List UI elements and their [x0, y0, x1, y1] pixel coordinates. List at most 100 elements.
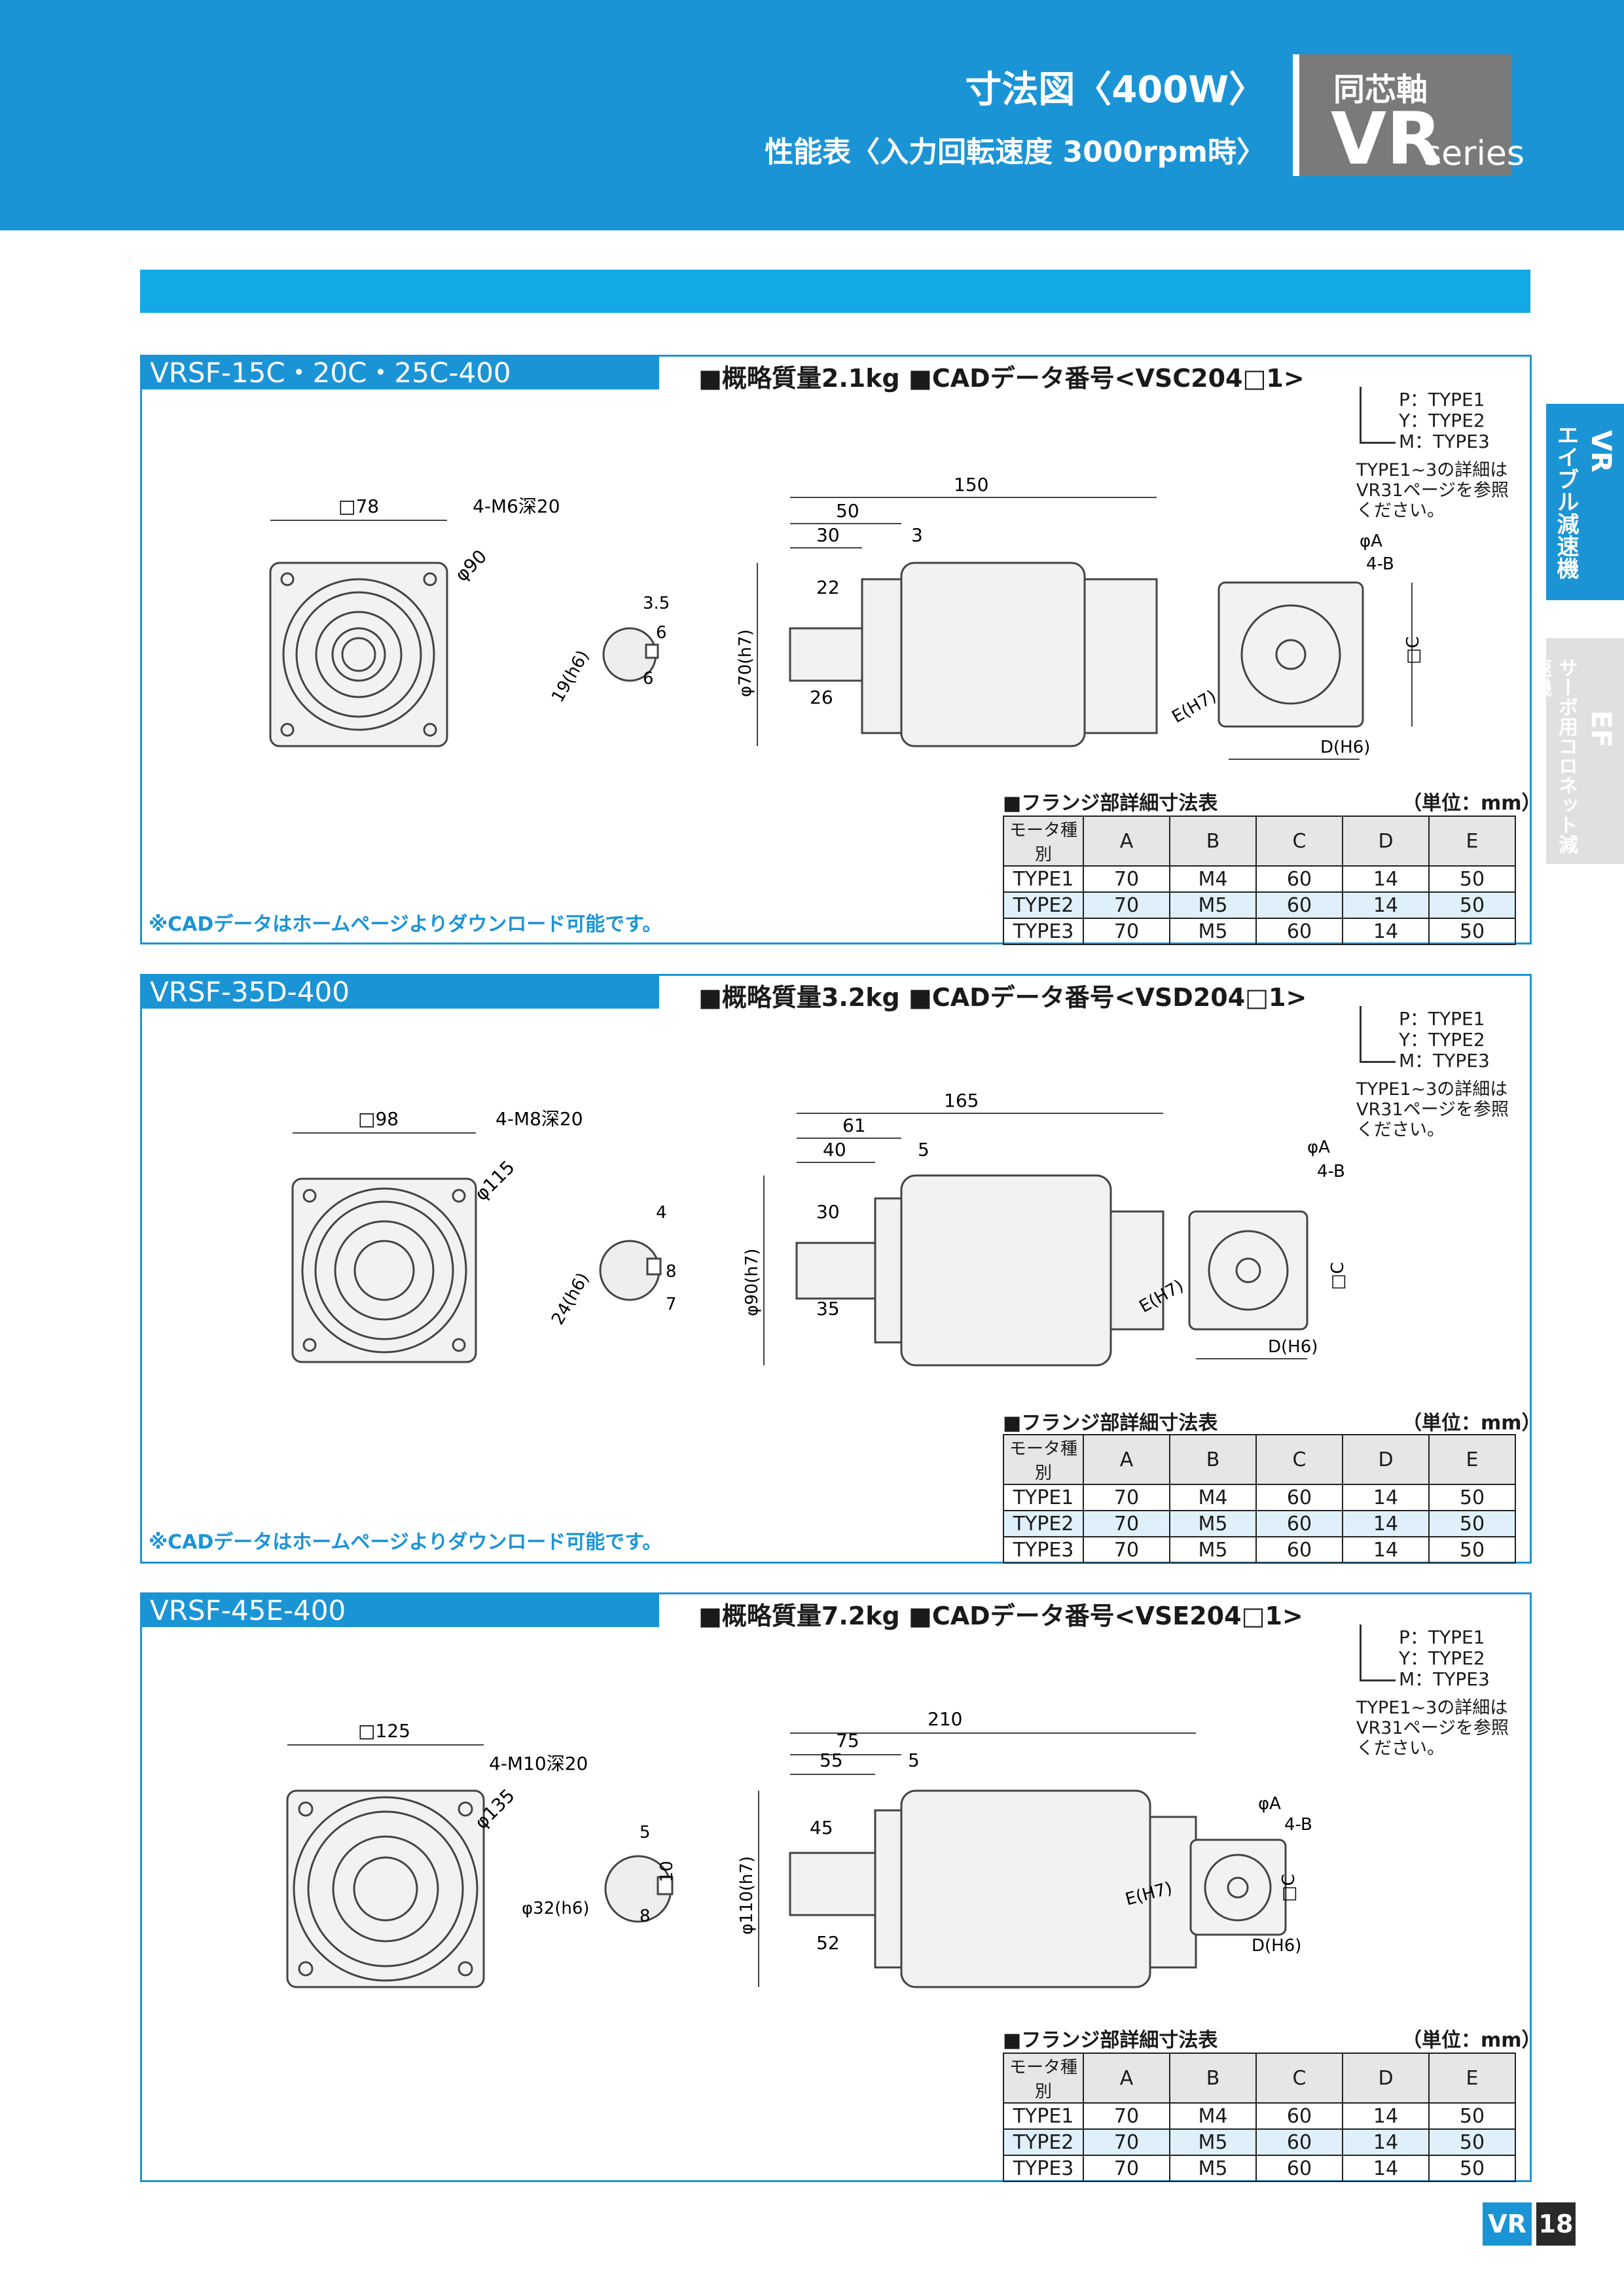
label-d-h6: D(H6)	[1268, 1337, 1318, 1357]
dim-len-d: 22	[816, 577, 840, 598]
dim-sq: □78	[338, 495, 379, 517]
dim-len-c: 5	[918, 1139, 929, 1160]
dim-shaft: φ32(h6)	[522, 1899, 590, 1918]
shaft-key-view	[599, 1240, 662, 1301]
flange-front-view	[269, 520, 448, 747]
dim-len-a: 50	[836, 500, 859, 522]
dim-len-b: 30	[816, 524, 840, 546]
dim-len-total: 165	[944, 1090, 979, 1111]
side-tab-ef-label: サーボ用コロネット減速機	[1528, 658, 1578, 854]
dim-len-e: 26	[810, 687, 833, 708]
label-4b: 4-B	[1366, 554, 1394, 574]
side-tab-ef[interactable]: サーボ用コロネット減速機 EF	[1528, 638, 1624, 864]
dim-shaft: 24(h6)	[548, 1270, 593, 1329]
label-d-h6: D(H6)	[1320, 738, 1370, 757]
section-vrsf-35d: VRSF-35D-400 ■概略質量3.2kg ■CADデータ番号<VSD204…	[140, 974, 1542, 1564]
dim-len-b: 55	[820, 1749, 843, 1771]
flange-table-unit: （単位：mm）	[1402, 2029, 1542, 2052]
series-badge: 同芯軸 VR series	[1293, 54, 1525, 176]
drawing-svg: □78 4-M6深20 φ90 3.5 6 6 19(h6) 150 50 30…	[269, 474, 1423, 760]
side-view	[757, 497, 1158, 747]
dim-shaft: 19(h6)	[548, 647, 593, 706]
option-y: Y：TYPE2	[1399, 410, 1485, 431]
page-subtitle: 性能表〈入力回転速度 3000rpm時〉	[765, 135, 1265, 169]
section-spec: ■概略質量3.2kg ■CADデータ番号<VSD204□1>	[698, 983, 1307, 1012]
type-note: TYPE1~3の詳細はVR31ページを参照ください。	[1356, 1079, 1509, 1140]
label-sq-c: □C	[1279, 1874, 1299, 1902]
option-p: P：TYPE1	[1399, 1626, 1485, 1648]
dim-len-total: 150	[954, 474, 988, 495]
dim-len-e: 35	[816, 1298, 840, 1319]
section-title: VRSF-35D-400	[142, 976, 659, 1009]
side-tab-vr-label: エイブル減速機	[1553, 423, 1579, 579]
section-vrsf-15c: VRSF-15C・20C・25C-400 ■概略質量2.1kg ■CADデータ番…	[140, 355, 1542, 945]
label-d-h6: D(H6)	[1252, 1936, 1301, 1956]
dim-spigot: φ110(h7)	[737, 1856, 757, 1935]
motor-flange-view	[1218, 581, 1413, 760]
dim-len-e: 52	[816, 1932, 840, 1954]
side-tab-vr-letters: VR	[1585, 430, 1617, 473]
motor-flange-view	[1189, 1839, 1287, 1936]
label-4b: 4-B	[1284, 1815, 1312, 1835]
dim-spigot: φ70(h7)	[736, 629, 755, 697]
dim-len-d: 30	[816, 1201, 840, 1223]
series-badge-top: 同芯軸	[1333, 71, 1428, 108]
option-m: M：TYPE3	[1399, 1668, 1490, 1690]
dim-pcd: φ115	[471, 1157, 519, 1205]
motor-flange-view	[1188, 1210, 1308, 1359]
type-note: TYPE1~3の詳細はVR31ページを参照ください。	[1356, 1698, 1509, 1759]
drawing-svg: □98 4-M8深20 φ115 4 8 7 24(h6) 165 61 40 …	[291, 1090, 1348, 1367]
section-title: VRSF-45E-400	[142, 1594, 659, 1627]
dim-spigot: φ90(h7)	[742, 1248, 762, 1316]
dim-key-w: 3.5	[643, 594, 670, 613]
blue-banner-bar	[140, 270, 1530, 313]
page-title: 寸法図〈400W〉	[965, 69, 1265, 111]
dim-tap: 4-M6深20	[473, 495, 560, 517]
dim-key-w: 5	[640, 1823, 651, 1842]
option-y: Y：TYPE2	[1399, 1647, 1485, 1669]
dim-len-c: 3	[911, 524, 923, 546]
dim-len-a: 61	[842, 1115, 866, 1136]
side-tab-ef-letters: EF	[1585, 710, 1617, 748]
cad-note: ※CADデータはホームページよりダウンロード可能です。	[149, 1531, 662, 1554]
section-title: VRSF-15C・20C・25C-400	[142, 357, 659, 389]
dim-key-w: 4	[656, 1203, 667, 1223]
dim-sq: □98	[358, 1108, 399, 1130]
dim-key-b: 7	[666, 1295, 677, 1314]
flange-table-title: ■フランジ部詳細寸法表	[1003, 2029, 1218, 2052]
flange-table-title: ■フランジ部詳細寸法表	[1003, 1412, 1218, 1435]
label-sq-c: □C	[1328, 1262, 1348, 1290]
side-view	[763, 1113, 1164, 1367]
dim-key-b: 8	[640, 1907, 651, 1926]
option-m: M：TYPE3	[1399, 431, 1490, 452]
dim-len-total: 210	[928, 1708, 962, 1730]
side-tab-vr[interactable]: エイブル減速機 VR	[1546, 404, 1624, 600]
dim-tap: 4-M10深20	[489, 1753, 588, 1774]
dim-tap: 4-M8深20	[496, 1108, 583, 1130]
label-e-h7: E(H7)	[1169, 687, 1220, 727]
option-p: P：TYPE1	[1399, 389, 1485, 410]
type-note: TYPE1~3の詳細はVR31ページを参照ください。	[1356, 460, 1509, 521]
dim-len-b: 40	[823, 1139, 846, 1160]
series-badge-series: series	[1424, 134, 1525, 173]
dim-len-a: 75	[836, 1730, 859, 1751]
page-number: 18	[1536, 2202, 1576, 2246]
cad-note: ※CADデータはホームページよりダウンロード可能です。	[149, 913, 662, 936]
label-4b: 4-B	[1317, 1162, 1345, 1181]
drawing-svg: □125 4-M10深20 φ135 5 10 8 φ32(h6) 210 75…	[286, 1708, 1312, 1988]
option-m: M：TYPE3	[1399, 1050, 1490, 1071]
page-header: 寸法図〈400W〉 性能表〈入力回転速度 3000rpm時〉 同芯軸 VR se…	[0, 0, 1624, 230]
label-sq-c: □C	[1403, 636, 1423, 664]
side-view	[758, 1732, 1197, 1988]
dim-len-d: 45	[810, 1817, 833, 1839]
dim-pcd: φ90	[451, 545, 492, 586]
